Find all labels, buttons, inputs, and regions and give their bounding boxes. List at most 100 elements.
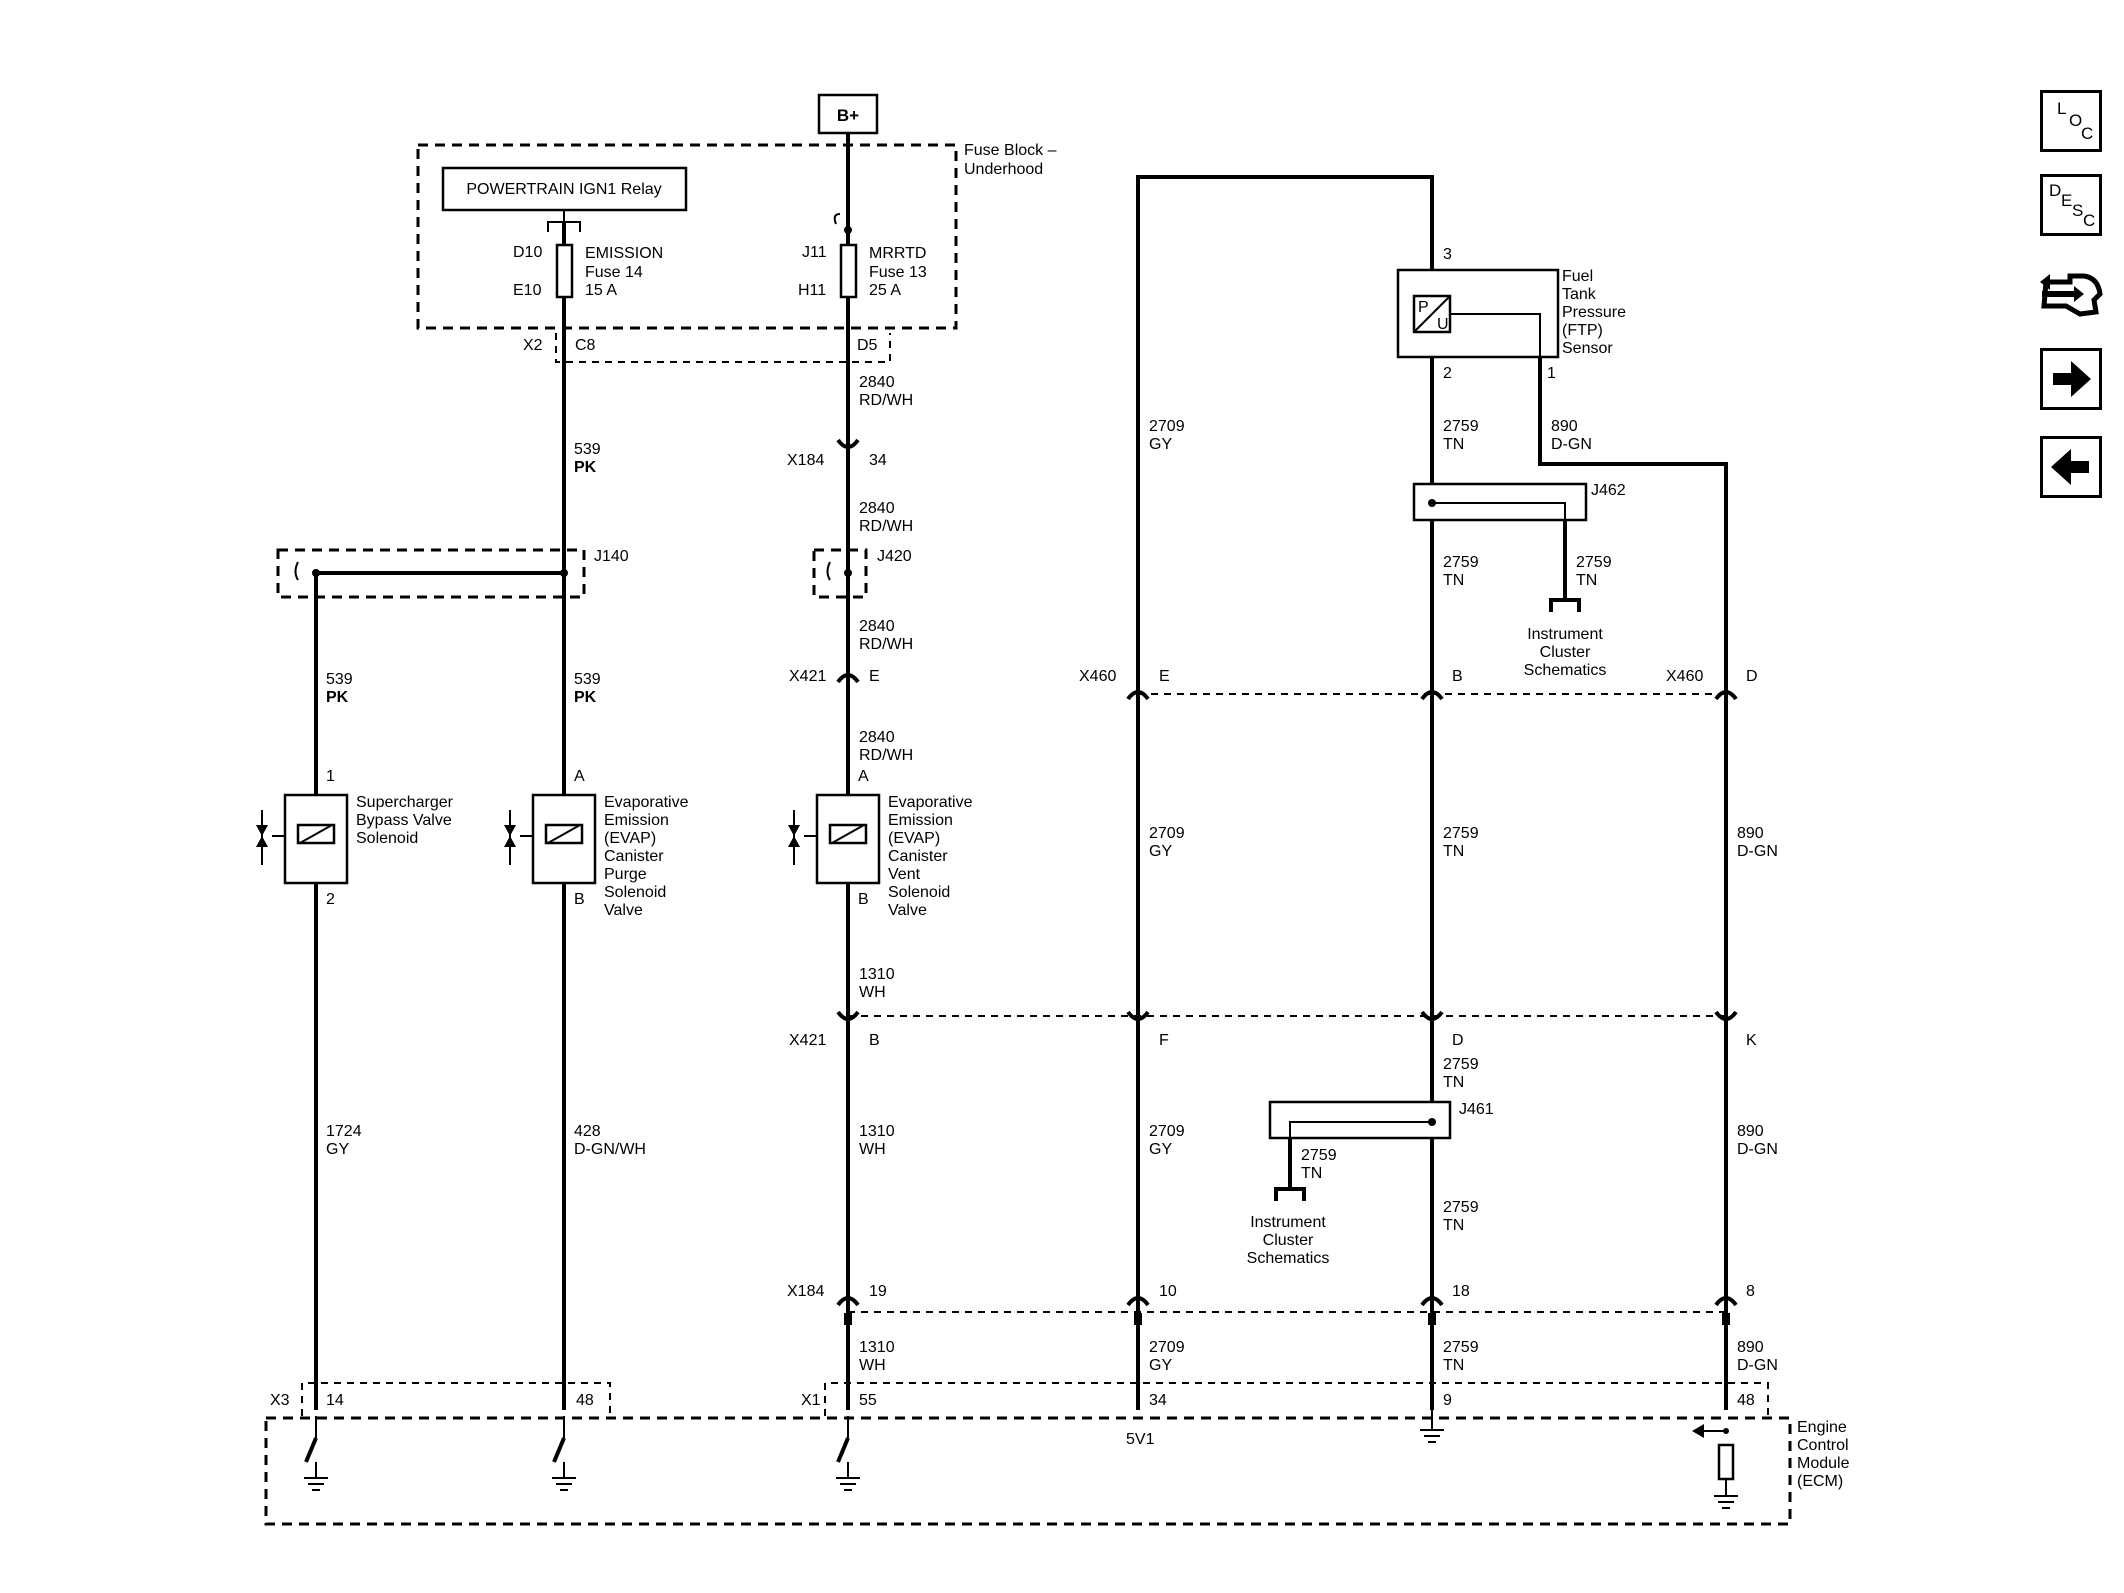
evap-vent-label: Evaporative [888,794,973,811]
pin-b: B [574,891,585,908]
wire-1310-label-3: 1310 [859,1339,895,1356]
mrrtd-fuse-label-2: Fuse 13 [869,264,927,281]
fuse-block-label-2: Underhood [964,161,1043,178]
mrrtd-fuse-label-3: 25 A [869,282,901,299]
pin-x460-b: B [1452,668,1463,685]
splice-j420-label: J420 [877,548,912,565]
ecm-low-side-driver-2 [552,1416,576,1491]
connector-x1 [824,1382,1769,1416]
wire-1310-color-2: WH [859,1141,886,1158]
wire-428-label: 428 [574,1123,601,1140]
pin-e: E [869,668,880,685]
connector-x421-d [1420,1010,1444,1021]
evap-purge-label-3: (EVAP) [604,830,656,847]
description-button[interactable]: D E S C [2040,174,2102,236]
wire-2759-color-6: TN [1301,1165,1322,1182]
wire-2840-label-3: 2840 [859,618,895,635]
instrument-cluster-label-b2: Cluster [1263,1232,1314,1249]
wire-2709-label: 2709 [1149,418,1185,435]
splice-j140 [276,548,586,599]
wire-1310-label-2: 1310 [859,1123,895,1140]
ecm-low-side-driver-3 [836,1416,860,1491]
pin-j11: J11 [802,244,827,261]
wire-890 [1538,357,1728,1410]
connector-x460-label-2: X460 [1666,668,1703,685]
pin-x421-b: B [869,1032,880,1049]
connector-x421-f [1126,1010,1150,1021]
wire-2759-color: TN [1443,436,1464,453]
arrow-left-icon [2051,449,2089,485]
pin-d5: D5 [857,337,878,354]
wire-2709-color: GY [1149,436,1172,453]
previous-page-button[interactable] [2040,436,2102,498]
ftp-p-letter: P [1418,299,1429,316]
wire-2759-color-3: TN [1576,572,1597,589]
evap-purge-label: Evaporative [604,794,689,811]
instrument-cluster-label: Instrument [1527,626,1603,643]
splice-j140-label: J140 [594,548,629,565]
wire-2840-color-3: RD/WH [859,636,913,653]
pin-18: 18 [1452,1283,1470,1300]
wire-890-label-3: 890 [1737,1123,1764,1140]
evap-purge-label-6: Solenoid [604,884,666,901]
supercharger-label-3: Solenoid [356,830,418,847]
wire-2709-color-2: GY [1149,843,1172,860]
connector-x184-18 [1420,1296,1444,1307]
pin-b-2: B [858,891,869,908]
reference-5v1-label: 5V1 [1126,1431,1155,1448]
fuse-block-label: Fuse Block – [964,142,1057,159]
pin-2: 2 [326,891,335,908]
connector-end-view-button[interactable] [2036,254,2108,324]
mrrtd-fuse [839,243,858,299]
pin-c8: C8 [575,337,596,354]
ftp-u-letter: U [1437,316,1449,333]
pin-h11: H11 [798,282,826,299]
wire-539-label-3: 539 [574,671,601,688]
pin-14: 14 [326,1392,344,1409]
connector-x421-b [836,1010,860,1021]
wire-890-color-2: D-GN [1737,843,1778,860]
instrument-cluster-label-3: Schematics [1524,662,1607,679]
supercharger-label-2: Bypass Valve [356,812,452,829]
wire-428-color: D-GN/WH [574,1141,646,1158]
fuse-block-outline [416,143,958,330]
pin-48-ecm: 48 [1737,1392,1755,1409]
battery-positive-label: B+ [837,106,859,125]
connector-x460-label: X460 [1079,668,1116,685]
wire-2759-color-4: TN [1443,843,1464,860]
pin-x421-f: F [1159,1032,1169,1049]
wire-539-label-2: 539 [326,671,353,688]
evap-vent-label-3: (EVAP) [888,830,940,847]
wire-539-color: PK [574,459,597,476]
wire-1310-color-3: WH [859,1357,886,1374]
instrument-cluster-label-b3: Schematics [1247,1250,1330,1267]
connector-x184-19 [836,1296,860,1307]
wire-1724-label: 1724 [326,1123,362,1140]
connector-x460-d [1714,690,1738,701]
evap-purge-label-5: Purge [604,866,647,883]
wire-2709-label-3: 2709 [1149,1123,1185,1140]
next-page-button[interactable] [2040,348,2102,410]
pin-x460-e: E [1159,668,1170,685]
wire-2759-label-7: 2759 [1443,1199,1479,1216]
wire-890-color: D-GN [1551,436,1592,453]
wire-539-label: 539 [574,441,601,458]
location-letter-o: O [2069,111,2083,130]
description-letter-s: S [2072,201,2084,220]
wire-2759-color-5: TN [1443,1074,1464,1091]
wire-2759-color-8: TN [1443,1357,1464,1374]
wire-1310-color: WH [859,984,886,1001]
location-button[interactable]: L O C [2040,90,2102,152]
connector-x184-label: X184 [787,452,824,469]
connector-x460-e [1126,690,1150,701]
wire-2759-label-2: 2759 [1443,554,1479,571]
wire-2709 [1136,175,1434,1410]
emission-fuse-label: EMISSION [585,245,663,262]
wire-890-color-3: D-GN [1737,1141,1778,1158]
splice-j461 [1268,1100,1452,1140]
ecm-label-2: Control [1797,1437,1849,1454]
pin-1: 1 [326,768,335,785]
pin-e10: E10 [513,282,542,299]
connector-x1-label: X1 [801,1392,821,1409]
